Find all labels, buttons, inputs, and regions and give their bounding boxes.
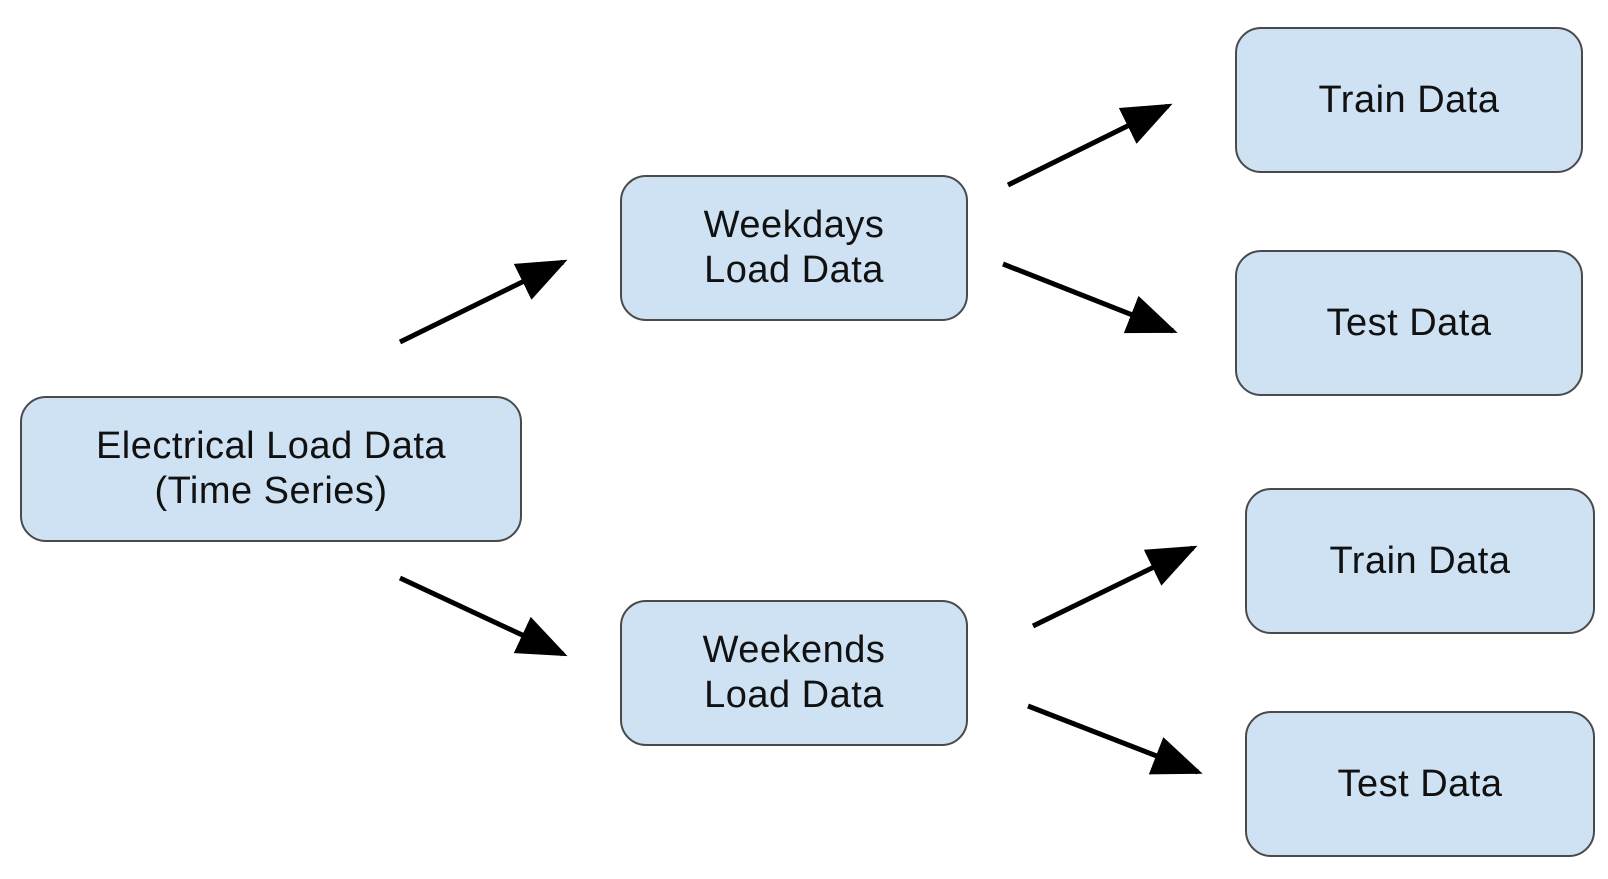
node-weekdays-line2: Load Data xyxy=(704,249,884,291)
node-weekdays-line1: Weekdays xyxy=(703,204,885,246)
node-weekends-train-label: Train Data xyxy=(1329,539,1511,582)
arrow-weekends-to-test xyxy=(1027,703,1203,775)
node-weekends-load-data: Weekends Load Data xyxy=(620,600,968,746)
arrow-weekdays-to-train xyxy=(1006,103,1173,188)
node-weekdays-test-label: Test Data xyxy=(1326,301,1492,344)
node-weekends-train-data: Train Data xyxy=(1245,488,1595,634)
arrow-weekdays-to-test xyxy=(1002,261,1178,334)
arrow-root-to-weekdays xyxy=(398,259,568,345)
arrow-root-to-weekends xyxy=(398,575,568,657)
node-weekdays-test-data: Test Data xyxy=(1235,250,1583,396)
node-weekdays-load-data: Weekdays Load Data xyxy=(620,175,968,321)
node-weekends-line2: Load Data xyxy=(704,674,884,716)
node-weekends-test-data: Test Data xyxy=(1245,711,1595,857)
node-weekdays-train-data: Train Data xyxy=(1235,27,1583,173)
node-root-line2: (Time Series) xyxy=(154,470,388,512)
node-weekends-test-label: Test Data xyxy=(1337,762,1503,805)
node-weekends-line1: Weekends xyxy=(702,629,886,671)
node-root-line1: Electrical Load Data xyxy=(95,425,447,467)
arrow-weekends-to-train xyxy=(1031,545,1198,629)
node-weekdays-train-label: Train Data xyxy=(1318,78,1500,121)
node-electrical-load-data: Electrical Load Data (Time Series) xyxy=(20,396,522,542)
